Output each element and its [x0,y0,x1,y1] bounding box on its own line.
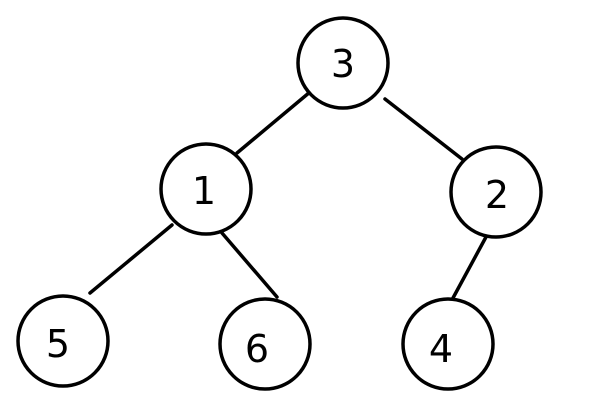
node-label: 4 [429,327,453,371]
tree-node: 1 [159,142,253,236]
edge-1-6 [220,231,279,299]
node-label: 6 [245,327,269,371]
node-label: 5 [46,322,70,366]
node-label: 1 [192,169,216,213]
node-label: 3 [331,42,355,86]
tree-node: 4 [401,297,495,391]
tree-node: 2 [449,145,543,239]
tree-node: 6 [218,297,312,391]
edge-3-2 [383,97,464,161]
edge-3-1 [235,90,312,155]
tree-node: 3 [296,16,390,110]
tree-node: 5 [16,294,110,388]
edge-1-5 [88,223,174,295]
node-label: 2 [485,173,509,217]
edge-2-4 [451,235,488,300]
